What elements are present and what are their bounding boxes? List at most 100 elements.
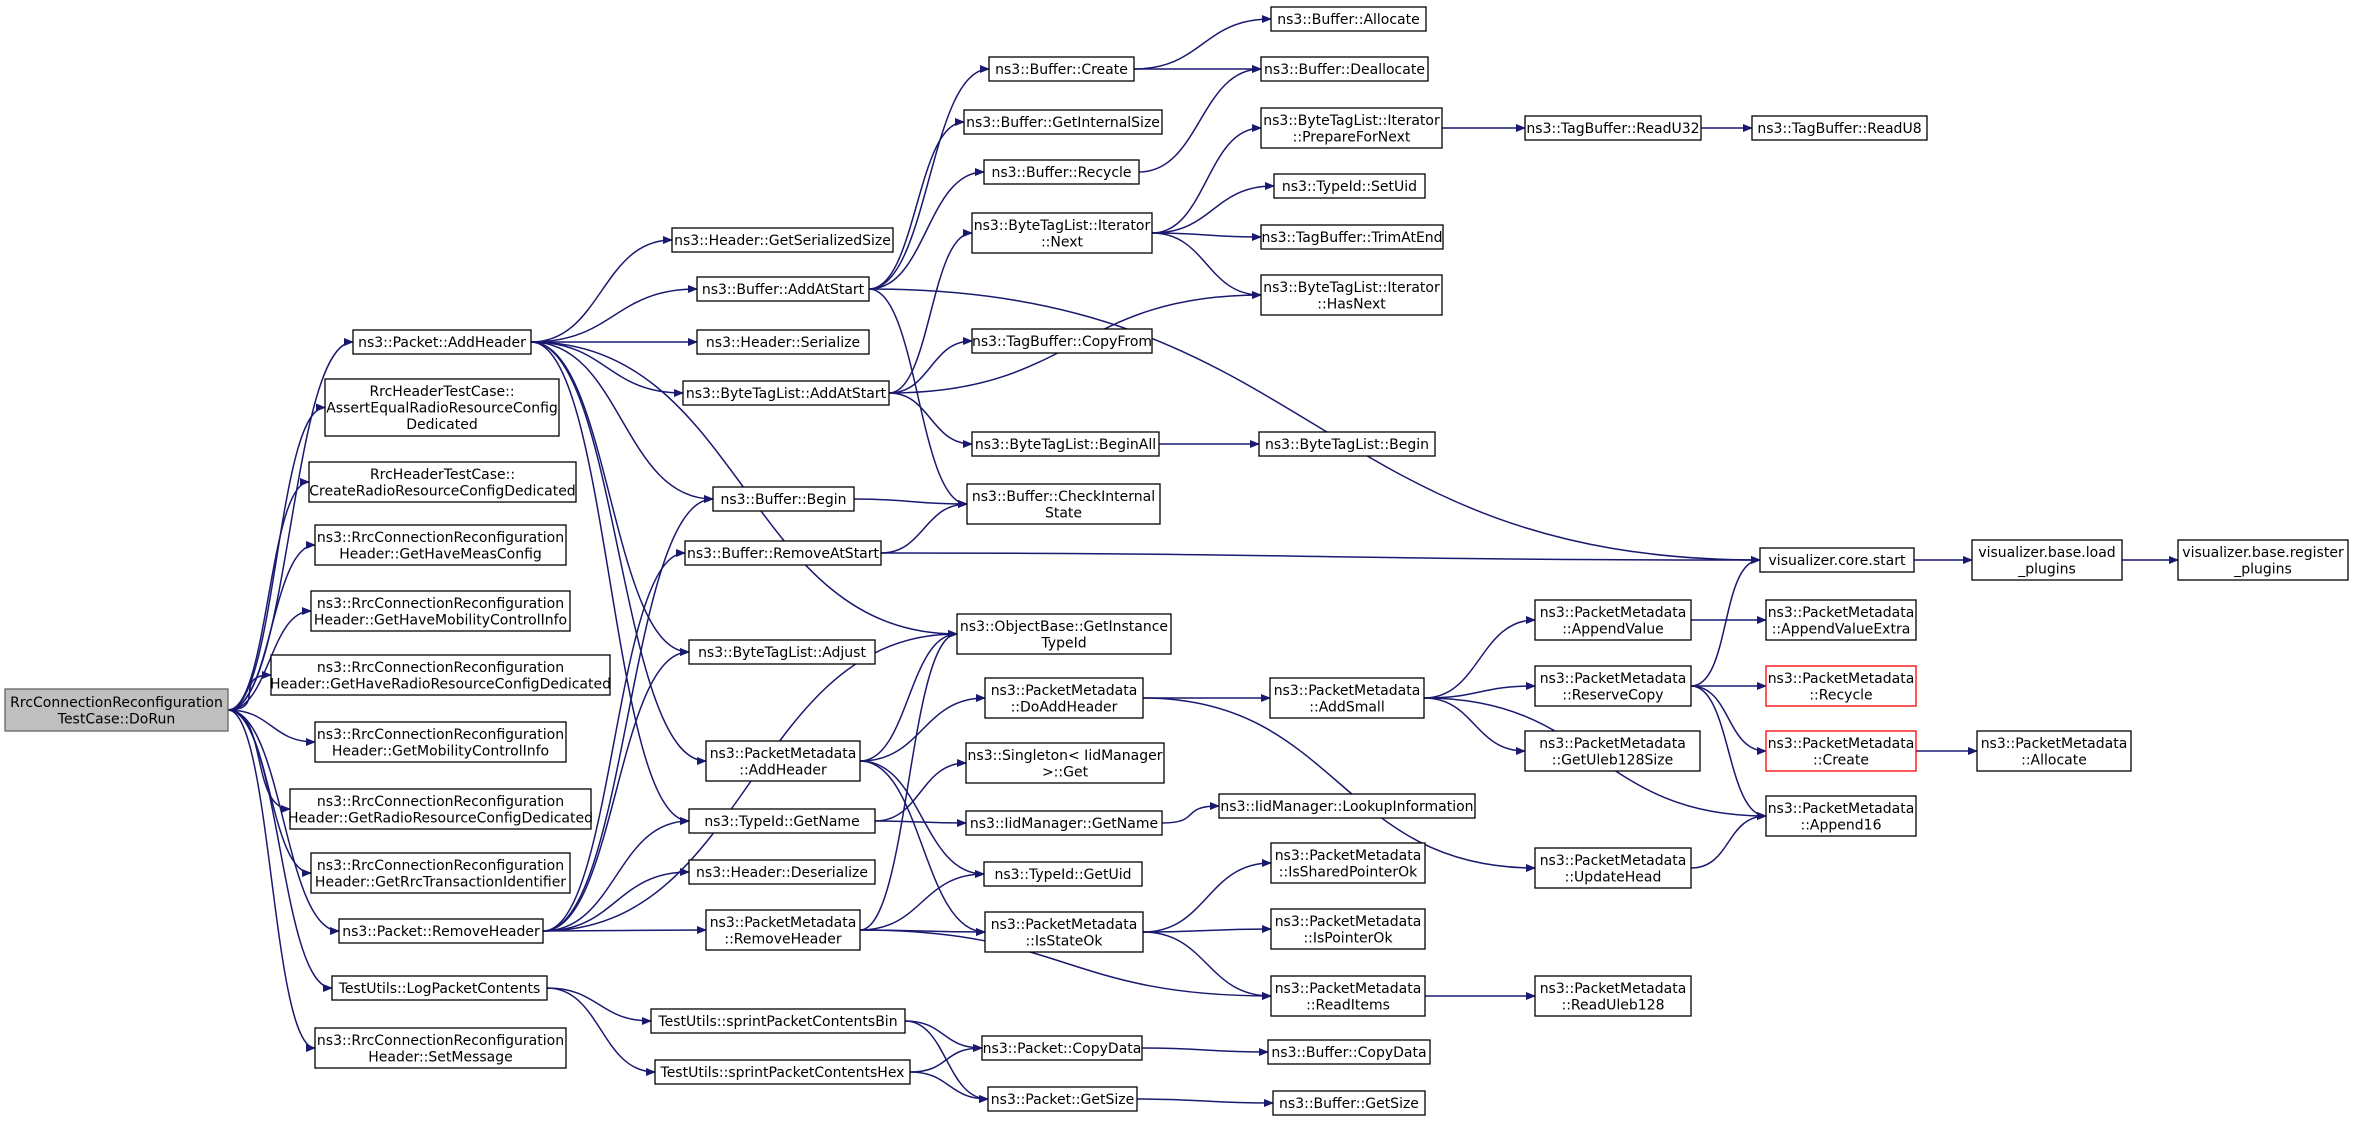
node-pm_addsmall[interactable]: ns3::PacketMetadata::AddSmall (1269, 677, 1425, 719)
node-tid_setuid[interactable]: ns3::TypeId::SetUid (1273, 173, 1426, 199)
node-pm_doaddheader[interactable]: ns3::PacketMetadata::DoAddHeader (984, 677, 1144, 719)
node-buf_addatstart[interactable]: ns3::Buffer::AddAtStart (696, 276, 870, 302)
node-box (1218, 793, 1476, 819)
node-buf_allocate[interactable]: ns3::Buffer::Allocate (1270, 6, 1427, 32)
node-tb_copyfrom[interactable]: ns3::TagBuffer::CopyFrom (971, 328, 1153, 354)
node-sprint_bin[interactable]: TestUtils::sprintPacketContentsBin (650, 1008, 906, 1034)
node-pm_reservecopy[interactable]: ns3::PacketMetadata::ReserveCopy (1534, 665, 1692, 707)
node-label: ::Create (1813, 752, 1869, 768)
node-btl_it_next[interactable]: ns3::ByteTagList::Iterator::Next (971, 212, 1153, 254)
node-tb_readu8[interactable]: ns3::TagBuffer::ReadU8 (1751, 115, 1928, 141)
node-pm_append16[interactable]: ns3::PacketMetadata::Append16 (1765, 795, 1917, 837)
node-label: ::Append16 (1801, 817, 1882, 833)
node-root[interactable]: RrcConnectionReconfigurationTestCase::Do… (4, 688, 229, 732)
node-get_mob[interactable]: ns3::RrcConnectionReconfigurationHeader:… (314, 721, 567, 763)
node-singleton_get[interactable]: ns3::Singleton< IidManager>::Get (965, 742, 1165, 784)
node-btl_addatstart[interactable]: ns3::ByteTagList::AddAtStart (682, 380, 890, 406)
node-tb_trimatend[interactable]: ns3::TagBuffer::TrimAtEnd (1260, 224, 1444, 250)
node-box (688, 808, 876, 834)
node-iid_getname[interactable]: ns3::IidManager::GetName (965, 810, 1163, 836)
node-pm_issharedok[interactable]: ns3::PacketMetadata::IsSharedPointerOk (1270, 842, 1426, 884)
node-buf_getinternalsize[interactable]: ns3::Buffer::GetInternalSize (963, 109, 1163, 135)
node-set_message[interactable]: ns3::RrcConnectionReconfigurationHeader:… (314, 1027, 567, 1069)
node-buf_copydata[interactable]: ns3::Buffer::CopyData (1267, 1039, 1431, 1065)
node-pm_readitems[interactable]: ns3::PacketMetadata::ReadItems (1270, 975, 1426, 1017)
node-pm_appendvalueextra[interactable]: ns3::PacketMetadata::AppendValueExtra (1765, 599, 1917, 641)
node-btl_beginall[interactable]: ns3::ByteTagList::BeginAll (971, 431, 1160, 457)
node-pkt_getsize[interactable]: ns3::Packet::GetSize (987, 1086, 1138, 1112)
node-btl_it_preparefornext[interactable]: ns3::ByteTagList::Iterator::PrepareForNe… (1260, 107, 1443, 149)
node-create_rrcd[interactable]: RrcHeaderTestCase::CreateRadioResourceCo… (308, 461, 577, 503)
node-label: ns3::Buffer::Deallocate (1264, 62, 1425, 78)
node-vis_core_start[interactable]: visualizer.core.start (1759, 547, 1915, 573)
node-box (1976, 730, 2132, 772)
edge-pm_removeheader-to-ob_getinstance (859, 630, 958, 931)
node-label: ns3::PacketMetadata (1540, 853, 1687, 869)
node-pkt_removeheader[interactable]: ns3::Packet::RemoveHeader (338, 918, 544, 944)
node-box (352, 329, 532, 355)
node-label: ns3::PacketMetadata (1540, 671, 1687, 687)
node-get_have_rrcd[interactable]: ns3::RrcConnectionReconfigurationHeader:… (270, 654, 611, 696)
node-pkt_addheader[interactable]: ns3::Packet::AddHeader (352, 329, 532, 355)
node-buf_removeatstart[interactable]: ns3::Buffer::RemoveAtStart (684, 540, 882, 566)
node-hdr_deserialize[interactable]: ns3::Header::Deserialize (688, 859, 876, 885)
node-pm_removeheader[interactable]: ns3::PacketMetadata::RemoveHeader (705, 909, 861, 951)
node-label: _plugins (2017, 561, 2076, 577)
node-buf_deallocate[interactable]: ns3::Buffer::Deallocate (1260, 56, 1429, 82)
node-tb_readu32[interactable]: ns3::TagBuffer::ReadU32 (1524, 115, 1702, 141)
node-get_have_mob[interactable]: ns3::RrcConnectionReconfigurationHeader:… (310, 590, 571, 632)
node-pm_recycle[interactable]: ns3::PacketMetadata::Recycle (1765, 665, 1917, 707)
edge-pm_removeheader-to-tid_getuid (859, 870, 985, 931)
node-label: ns3::ByteTagList::Iterator (1263, 113, 1440, 129)
node-btl_begin[interactable]: ns3::ByteTagList::Begin (1258, 431, 1436, 457)
node-label: TestUtils::sprintPacketContentsHex (660, 1065, 905, 1081)
node-pkt_copydata[interactable]: ns3::Packet::CopyData (981, 1035, 1143, 1061)
edge-pkt_getsize-to-buf_getsize (1136, 1098, 1274, 1107)
node-label: ns3::RrcConnectionReconfiguration (317, 530, 564, 546)
node-pm_allocate[interactable]: ns3::PacketMetadata::Allocate (1976, 730, 2132, 772)
node-iid_lookup[interactable]: ns3::IidManager::LookupInformation (1218, 793, 1476, 819)
node-get_rrc_tid[interactable]: ns3::RrcConnectionReconfigurationHeader:… (310, 852, 571, 894)
node-label: TestCase::DoRun (57, 711, 175, 727)
node-label: ns3::Packet::RemoveHeader (342, 924, 540, 940)
edge-buf_removeatstart-to-buf_checkinternal (880, 500, 968, 554)
node-get_rrcd[interactable]: ns3::RrcConnectionReconfigurationHeader:… (288, 788, 593, 830)
node-pm_readuleb128[interactable]: ns3::PacketMetadata::ReadUleb128 (1534, 975, 1692, 1017)
node-buf_getsize[interactable]: ns3::Buffer::GetSize (1272, 1090, 1426, 1116)
node-box (712, 486, 855, 512)
node-hdr_getsersize[interactable]: ns3::Header::GetSerializedSize (671, 227, 894, 253)
node-buf_begin[interactable]: ns3::Buffer::Begin (712, 486, 855, 512)
node-tid_getuid[interactable]: ns3::TypeId::GetUid (983, 861, 1143, 887)
node-btl_adjust[interactable]: ns3::ByteTagList::Adjust (688, 639, 876, 665)
node-assert_equal[interactable]: RrcHeaderTestCase::AssertEqualRadioResou… (324, 378, 560, 437)
node-pm_ispointerok[interactable]: ns3::PacketMetadata::IsPointerOk (1270, 908, 1426, 950)
node-sprint_hex[interactable]: TestUtils::sprintPacketContentsHex (654, 1059, 911, 1085)
node-pm_updatehead[interactable]: ns3::PacketMetadata::UpdateHead (1534, 847, 1692, 889)
node-vis_base_load[interactable]: visualizer.base.load_plugins (1971, 539, 2123, 581)
node-vis_base_register[interactable]: visualizer.base.register_plugins (2177, 539, 2349, 581)
node-label: ::UpdateHead (1565, 869, 1662, 885)
node-buf_recycle[interactable]: ns3::Buffer::Recycle (983, 159, 1140, 185)
node-pm_create[interactable]: ns3::PacketMetadata::Create (1765, 730, 1917, 772)
node-get_have_meas[interactable]: ns3::RrcConnectionReconfigurationHeader:… (314, 524, 567, 566)
node-label: visualizer.core.start (1769, 553, 1906, 569)
node-buf_create[interactable]: ns3::Buffer::Create (988, 56, 1135, 82)
node-label: Header::GetHaveMeasConfig (339, 546, 542, 562)
node-pm_addheader[interactable]: ns3::PacketMetadata::AddHeader (705, 740, 861, 782)
node-label: ns3::Singleton< IidManager (968, 748, 1163, 764)
edge-btl_it_next-to-tid_setuid (1151, 182, 1275, 234)
node-btl_it_hasnext[interactable]: ns3::ByteTagList::Iterator::HasNext (1260, 274, 1443, 316)
node-log_contents[interactable]: TestUtils::LogPacketContents (331, 975, 548, 1001)
node-hdr_serialize[interactable]: ns3::Header::Serialize (696, 329, 870, 355)
node-tid_getname[interactable]: ns3::TypeId::GetName (688, 808, 876, 834)
node-box (1534, 665, 1692, 707)
node-label: ns3::Header::Serialize (706, 335, 860, 351)
node-pm_getuleb128size[interactable]: ns3::PacketMetadata::GetUleb128Size (1524, 730, 1701, 772)
edge-pm_addheader-to-pm_doaddheader (859, 694, 986, 762)
edge-root-to-create_rrcd (227, 478, 310, 711)
node-pm_isstateok[interactable]: ns3::PacketMetadata::IsStateOk (984, 911, 1144, 953)
node-box (988, 56, 1135, 82)
node-pm_appendvalue[interactable]: ns3::PacketMetadata::AppendValue (1534, 599, 1692, 641)
